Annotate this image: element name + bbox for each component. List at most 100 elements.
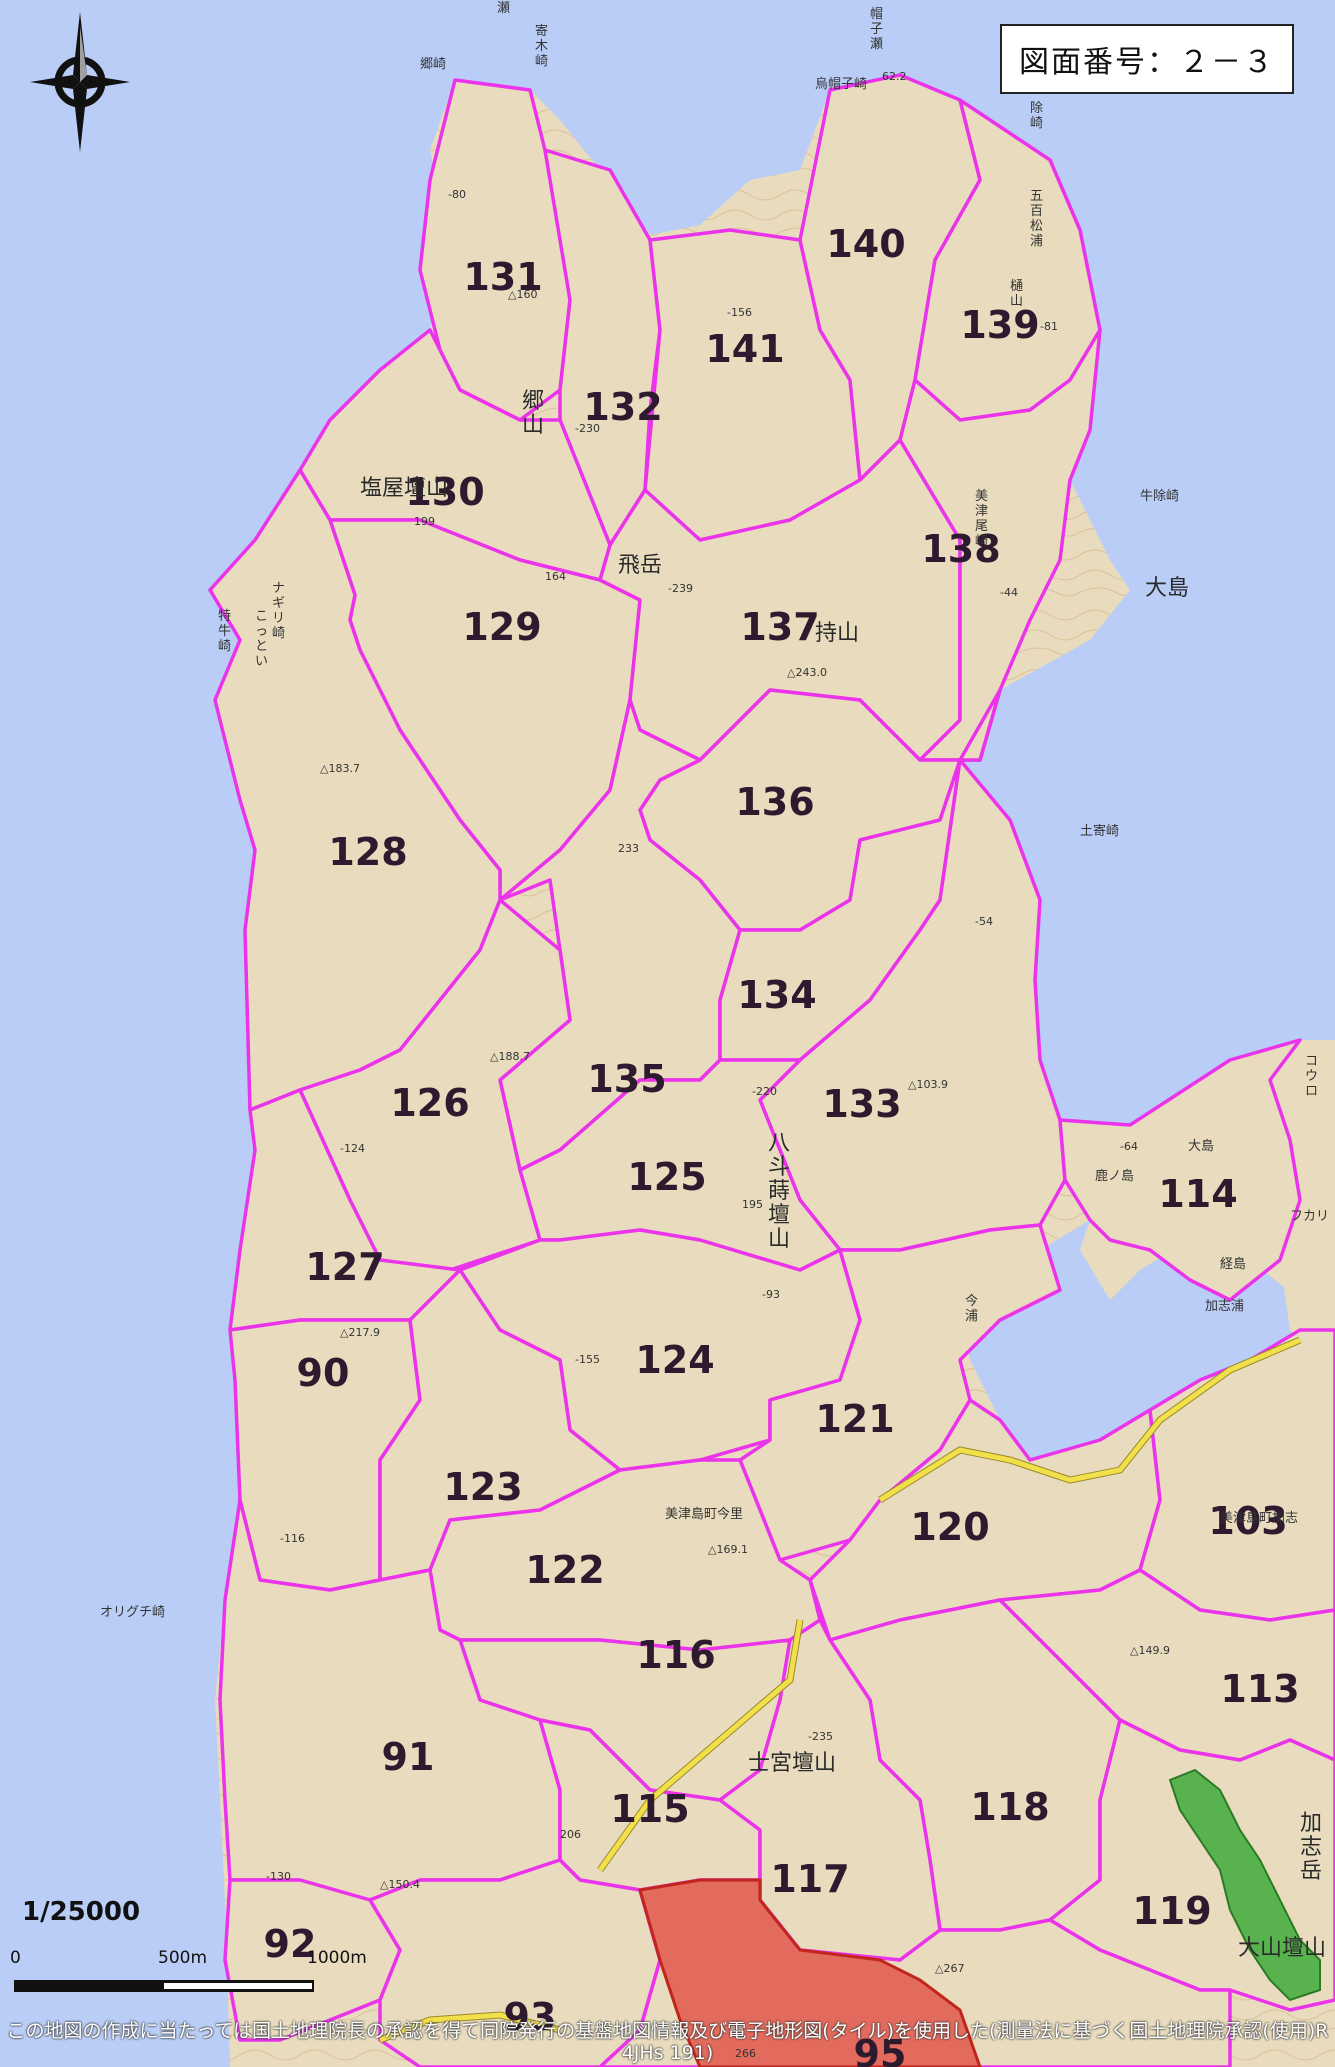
spot-height: -230 [575,422,600,435]
spot-height: -220 [752,1085,777,1098]
place-name: 牛除崎 [1140,489,1179,504]
place-name: 郷崎 [420,57,446,72]
parcel-131[interactable] [418,78,572,422]
spot-height: -116 [280,1532,305,1545]
place-name: 持山 [815,621,859,646]
spot-height: △217.9 [340,1326,380,1339]
map-credit: この地図の作成に当たっては国土地理院長の承認を得て同院発行の基盤地図情報及び電子… [6,2020,1329,2064]
parcel-label-117: 117 [770,1857,849,1901]
place-name: 美津尾崎 [975,489,988,549]
spot-height: 206 [560,1828,581,1841]
place-name: 除崎 [1030,101,1043,131]
spot-height: -235 [808,1730,833,1743]
place-name: 大島 [1145,576,1189,601]
parcel-label-114: 114 [1158,1172,1237,1216]
parcel-label-134: 134 [737,973,816,1017]
place-name: フカリ [1290,1209,1329,1224]
parcel-138[interactable] [898,328,1102,762]
place-name: 鹿ノ島 [1095,1168,1134,1184]
place-name: コウロ [1305,1054,1318,1099]
road-east [878,1337,1301,1503]
spot-height: △267 [935,1962,964,1975]
spot-height: -80 [448,188,466,201]
place-name: 特牛崎 [218,609,231,654]
place-name: 瀬 [497,1,510,16]
place-name: 士宮壇山 [748,1751,836,1776]
scale-tick-1000: 1000m [307,1948,367,1968]
spot-height: △150.4 [380,1878,420,1891]
place-name: 土寄崎 [1080,823,1119,839]
kashi-bay-north-land [1270,1060,1335,1380]
place-name: 大島 [1188,1139,1214,1154]
place-name: ナギリ崎 [272,581,285,641]
parcel-label-92: 92 [264,1922,317,1966]
place-name: 寄木崎 [535,23,548,69]
parcel-label-116: 116 [636,1633,715,1677]
parcel-label-136: 136 [735,780,814,824]
place-name: 加志岳 [1300,1811,1322,1884]
spot-height: -155 [575,1353,600,1366]
place-name: 樋山 [1010,278,1023,309]
place-name: 五百松浦 [1030,189,1043,249]
spot-height: △169.1 [708,1543,748,1556]
place-name: 帽子瀬 [870,6,883,52]
place-name: 美津島町加志 [1220,1511,1298,1526]
highlight-green-area [1168,1768,1321,2002]
place-name: 今浦 [965,1293,978,1324]
parcel-label-140: 140 [826,222,905,266]
parcel-label-127: 127 [305,1245,384,1289]
place-name: 美津島町今里 [665,1506,743,1522]
parcel-label-95: 95 [854,2032,907,2067]
spot-height: △160 [508,288,537,301]
spot-height: △243.0 [787,666,827,679]
spot-height: △188.7 [490,1050,530,1063]
spot-height: △149.9 [1130,1644,1170,1657]
parcel-label-124: 124 [635,1338,714,1382]
parcel-label-141: 141 [705,327,784,371]
parcel-92[interactable] [223,1878,402,2042]
parcel-label-137: 137 [740,605,819,649]
parcel-label-91: 91 [382,1735,435,1779]
place-name: 塩屋壇山 [360,476,448,501]
parcel-label-126: 126 [390,1081,469,1125]
spot-height: 199 [414,515,435,528]
place-name: 郷山 [522,389,544,438]
parcel-label-120: 120 [910,1505,989,1549]
spot-height: -54 [975,915,993,928]
scale-bar [14,1980,314,1992]
spot-height: -156 [727,306,752,319]
parcel-label-128: 128 [328,830,407,874]
place-name: 大山壇山 [1238,1936,1326,1961]
spot-height: 62.2 [882,70,907,83]
place-name: オリグチ崎 [100,1605,165,1620]
spot-height: -124 [340,1142,365,1155]
parcel-label-90: 90 [297,1351,350,1395]
spot-height: △183.7 [320,762,360,775]
spot-height: -64 [1120,1140,1138,1153]
parcel-label-139: 139 [960,303,1039,347]
parcel-label-122: 122 [525,1548,604,1592]
parcel-label-133: 133 [822,1082,901,1126]
parcel-label-129: 129 [462,605,541,649]
parcel-label-113: 113 [1220,1667,1299,1711]
parcel-label-121: 121 [815,1397,894,1441]
spot-height: △103.9 [908,1078,948,1091]
compass-rose-icon [30,12,130,152]
place-name: 飛岳 [618,553,662,578]
scale-ratio: 1/25000 [22,1897,141,1927]
spot-height: 266 [735,2047,756,2060]
place-name: 烏帽子崎 [815,76,867,92]
spot-height: 164 [545,570,566,583]
spot-height: 195 [742,1198,763,1211]
parcel-label-138: 138 [921,527,1000,571]
parcel-label-135: 135 [587,1057,666,1101]
spot-height: -130 [266,1870,291,1883]
highlight-red-area [638,1878,982,2067]
parcel-label-132: 132 [583,385,662,429]
scale-tick-500: 500m [158,1948,208,1968]
parcel-label-119: 119 [1132,1889,1211,1933]
spot-height: -44 [1000,586,1018,599]
place-name: 経島 [1220,1257,1246,1272]
parcel-114[interactable] [1058,1038,1302,1302]
